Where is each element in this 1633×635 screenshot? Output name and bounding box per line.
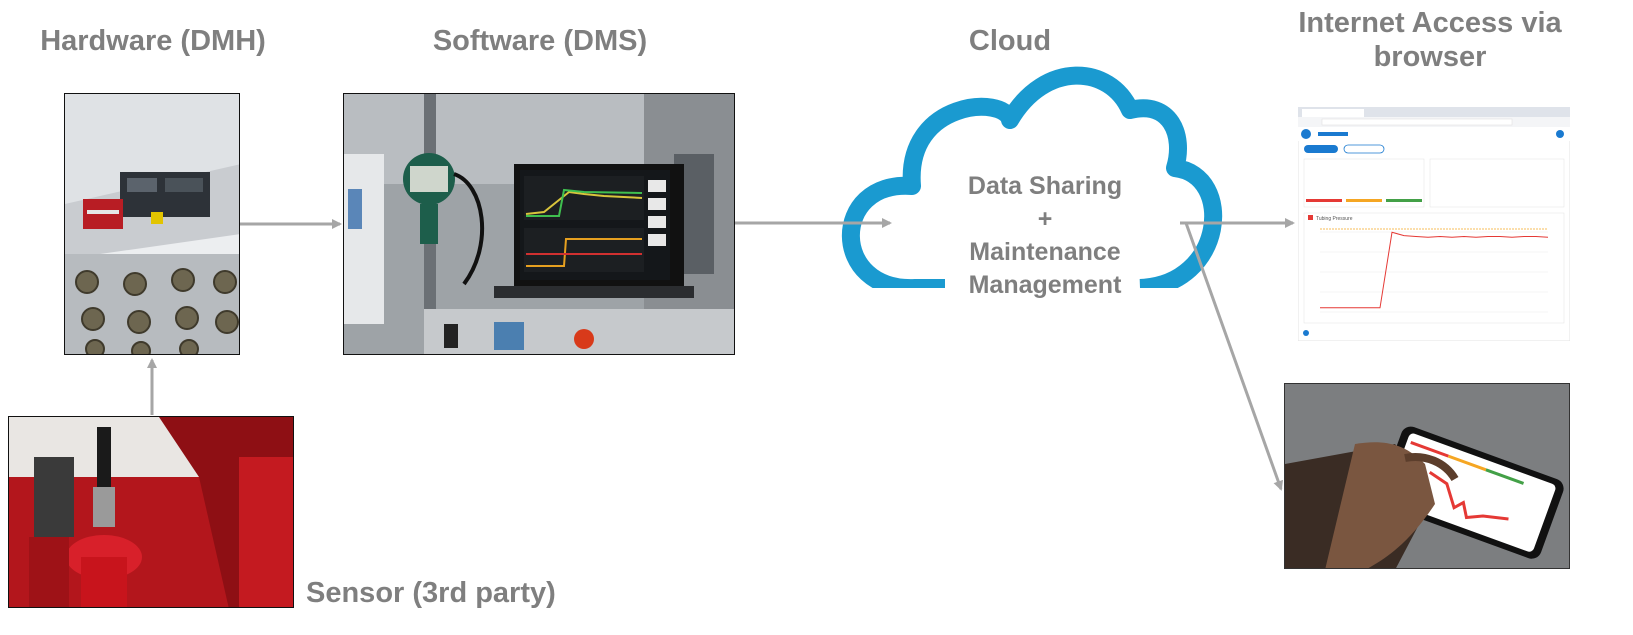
software-label: Software (DMS) <box>432 25 648 57</box>
browser-chart-line <box>1320 231 1549 309</box>
phone-photo <box>1284 383 1570 569</box>
software-photo <box>343 93 735 355</box>
cloud-text-line2: + <box>1037 205 1053 233</box>
cloud-label: Cloud <box>968 25 1052 57</box>
arrow-cloud-to-phone <box>1180 221 1284 491</box>
sensor-label: Sensor (3rd party) <box>306 577 556 609</box>
sensor-photo <box>8 416 294 608</box>
cloud-text: Data Sharing + Maintenance Management <box>945 170 1145 302</box>
browser-chart-legend: Tubing Pressure <box>1316 216 1353 222</box>
browser-screenshot: Tubing Pressure <box>1298 107 1570 341</box>
hardware-label: Hardware (DMH) <box>40 25 266 57</box>
cloud-text-line4: Management <box>968 271 1122 299</box>
hardware-photo <box>64 93 240 355</box>
browser-chart-gridlines <box>1320 231 1548 313</box>
cloud-shape <box>842 66 1223 288</box>
internet-access-label-line1: Internet Access via <box>1298 7 1562 39</box>
cloud-text-line1: Data Sharing <box>967 172 1123 200</box>
internet-access-label: Internet Access via browser <box>1280 6 1580 74</box>
internet-access-label-line2: browser <box>1373 41 1487 74</box>
cloud-text-line3: Maintenance <box>969 238 1121 266</box>
